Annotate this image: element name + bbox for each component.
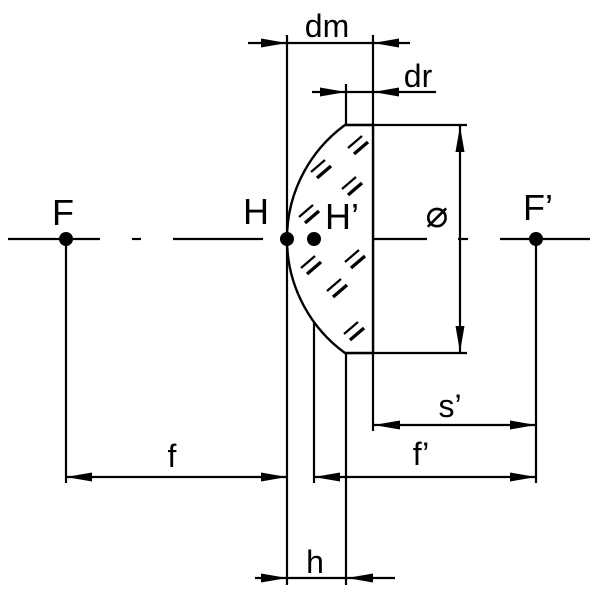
label-F: F: [52, 192, 74, 233]
dimension-s-prime: s’: [374, 388, 536, 430]
point-H-prime: [307, 232, 321, 246]
point-F-prime: [529, 232, 543, 246]
hatch-mark: [343, 321, 366, 342]
hatch-mark: [310, 159, 333, 180]
arrowhead: [261, 472, 287, 482]
arrowhead: [455, 326, 465, 352]
dimension-h: h: [255, 544, 395, 583]
arrowhead: [347, 573, 373, 583]
hatch-mark: [298, 204, 321, 225]
label-H: H: [243, 191, 269, 232]
label-s-prime: s’: [438, 388, 461, 424]
label-F-prime: F’: [523, 187, 553, 228]
arrowhead: [66, 472, 92, 482]
dimension-dr: dr: [312, 58, 436, 97]
hatch-mark: [341, 176, 364, 197]
arrowhead: [261, 38, 287, 48]
label-H-prime: H’: [325, 196, 359, 237]
extension-lines: [64, 35, 538, 585]
arrowhead: [261, 573, 287, 583]
hatch-mark: [344, 249, 367, 270]
arrowhead: [510, 472, 536, 482]
dimension-dm: dm: [248, 8, 410, 48]
point-H: [280, 232, 294, 246]
arrowhead: [373, 87, 399, 97]
dimension-diameter: ⌀: [426, 126, 465, 352]
label-diameter: ⌀: [426, 194, 449, 236]
hatch-mark: [326, 278, 349, 299]
lens-outline: [285, 123, 375, 355]
arrowhead: [320, 87, 346, 97]
hatch-mark: [300, 255, 323, 276]
arrowhead: [374, 420, 400, 430]
label-f-prime: f’: [413, 436, 430, 472]
arrowhead: [314, 472, 340, 482]
point-F: [59, 232, 73, 246]
cardinal-points: [59, 232, 543, 246]
arrowhead: [373, 38, 399, 48]
label-dm: dm: [305, 8, 349, 44]
arrowhead: [510, 420, 536, 430]
label-f: f: [168, 438, 177, 474]
label-dr: dr: [404, 58, 433, 94]
hatch-mark: [347, 135, 370, 156]
dimension-f-prime: f’: [314, 436, 536, 482]
arrowhead: [455, 126, 465, 152]
dimension-f: f: [66, 438, 287, 482]
lens-hatching: [298, 135, 370, 342]
label-h: h: [306, 544, 324, 580]
